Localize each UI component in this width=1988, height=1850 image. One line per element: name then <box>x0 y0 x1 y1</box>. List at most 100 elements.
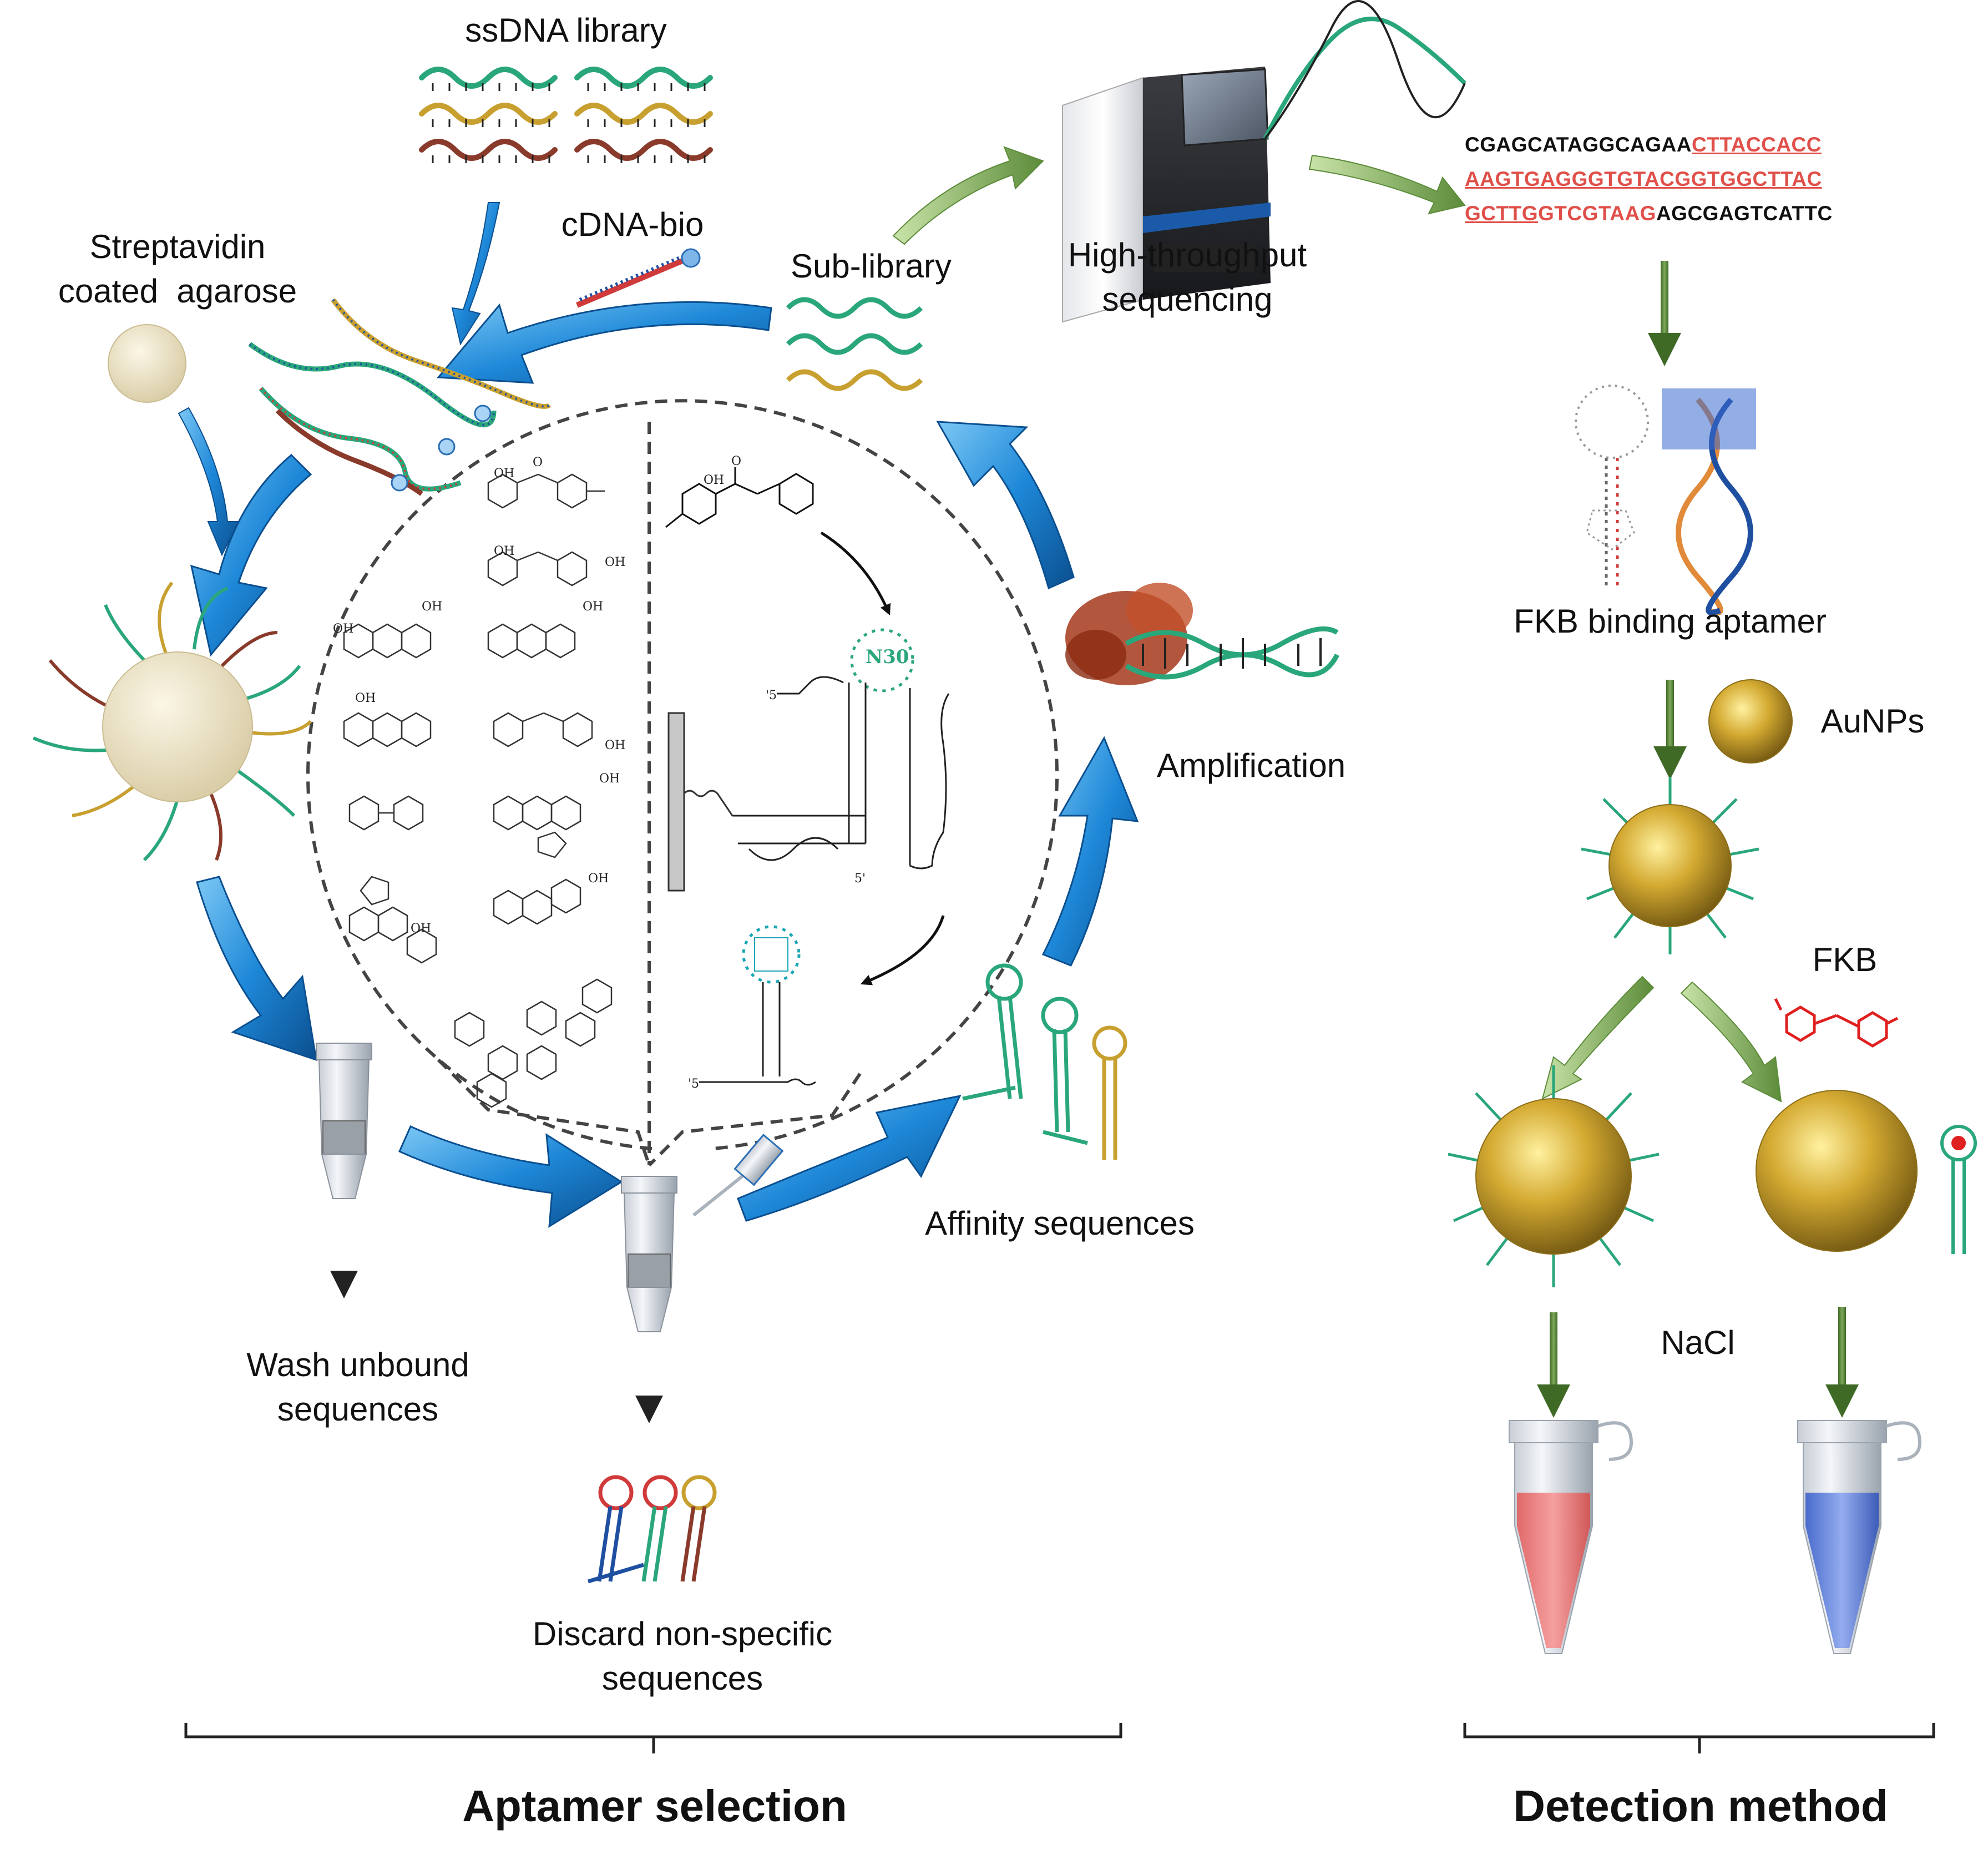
pipette <box>692 1134 784 1217</box>
reaction-arrow-2 <box>860 915 945 985</box>
seq-line3-black: AGCGAGTCATTC <box>1656 202 1833 225</box>
compound-6 <box>493 712 593 747</box>
seq-line3-red-ul: GCTTG <box>1465 202 1538 225</box>
linker <box>683 790 734 816</box>
free-aptamer <box>1940 1125 1977 1254</box>
seq-line1-black: CGAGCATAGGCAGAA <box>1465 133 1692 156</box>
blue-arrow-right-upper <box>936 421 1075 590</box>
aptamer-duplex-schematic <box>732 628 950 870</box>
agarose-bead-small <box>108 324 186 403</box>
split-arrow-left <box>1541 975 1655 1100</box>
green-arrow-to-sequence <box>1308 154 1466 215</box>
compound-3 <box>343 623 432 659</box>
blue-arrow-ssdna <box>451 202 500 346</box>
aunp-aptamer-top <box>1581 777 1759 954</box>
blue-arrow-top <box>436 301 772 384</box>
aunp-aptamer-bottom-left <box>1448 1065 1660 1287</box>
cdna-bio-strand <box>576 248 701 308</box>
prime-five-label: '5 <box>688 1077 699 1091</box>
molecule-atom-labels: OH O OH OH OH OH OH OH OH OH OH OH <box>333 456 625 936</box>
natural-compound-library <box>343 473 613 1108</box>
chalcone-molecule <box>665 467 814 528</box>
compound-11 <box>454 978 613 1108</box>
blue-arrow-bottom-right <box>737 1094 962 1222</box>
oh-label: OH <box>422 600 442 614</box>
o-label: O <box>731 454 741 468</box>
detection-arrows <box>1537 261 1859 1418</box>
sequence-line-3: GCTTGGTCGTAAGAGCGAGTCATTC <box>1465 196 1833 231</box>
aptamer-secondary-structure <box>1575 385 1649 588</box>
biotin-bead <box>474 405 492 422</box>
compound-2 <box>487 551 588 587</box>
fkb-binding-aptamer-label: FKB binding aptamer <box>1514 603 1827 640</box>
discard-label: Discard non-specific sequences <box>483 1612 882 1701</box>
cdna-bio-label: cDNA-bio <box>561 206 704 243</box>
compound-4 <box>487 623 576 659</box>
oh-label: OH <box>605 555 625 569</box>
oh-label: OH <box>599 772 620 786</box>
o-label: O <box>533 456 543 469</box>
five-prime-label: 5' <box>854 872 866 886</box>
oh-label: OH <box>704 473 724 487</box>
compound-1 <box>487 473 605 509</box>
hts-line-2: sequencing <box>1102 281 1273 318</box>
polymerase-protein <box>1065 583 1193 685</box>
hts-label: High-throughput sequencing <box>1021 233 1354 322</box>
split-arrow-right <box>1680 981 1782 1103</box>
oh-label: OH <box>333 622 353 636</box>
spin-column-center <box>621 1176 677 1423</box>
blue-arrow-bottom-left <box>398 1125 623 1228</box>
spin-column-left <box>316 1043 372 1298</box>
green-arrow-to-hts <box>892 146 1044 245</box>
blue-arrow-left-upper <box>190 453 312 657</box>
wash-line-2: sequences <box>277 1391 439 1428</box>
oh-label: OH <box>494 467 514 481</box>
sequence-line-2: AAGTGAGGGTGTACGGTGGCTTAC <box>1465 162 1822 196</box>
discard-hairpins <box>587 1475 717 1584</box>
aunp-small <box>1708 679 1793 764</box>
amplification-helix <box>1125 626 1340 680</box>
streptavidin-line-2: coated agarose <box>58 272 297 310</box>
selection-cycle-arrows <box>178 202 1139 1228</box>
ssdna-base-ticks <box>432 83 706 163</box>
biotin-bead <box>391 474 408 492</box>
fkb-label: FKB <box>1812 941 1878 978</box>
streptavidin-line-1: Streptavidin <box>89 228 266 265</box>
biotin-bead <box>438 438 456 456</box>
sequencer-machine <box>1062 67 1271 323</box>
reaction-arrow-1 <box>820 531 891 616</box>
seq-line2-red: AAGTGAGGGTGTACGGTGGCTTAC <box>1465 168 1822 190</box>
detection-method-title: Detection method <box>1513 1781 1888 1831</box>
compound-5 <box>343 712 432 747</box>
wash-line-1: Wash unbound <box>246 1346 469 1383</box>
tube-blue <box>1797 1420 1922 1654</box>
dashed-selection-circle <box>306 399 1059 1167</box>
oh-label: OH <box>605 739 625 752</box>
discard-line-1: Discard non-specific <box>532 1615 833 1652</box>
electrode-surface <box>667 712 685 892</box>
compound-8 <box>493 795 581 858</box>
affinity-hairpins <box>962 963 1127 1160</box>
hts-line-1: High-throughput <box>1068 236 1307 274</box>
aunp-bare <box>1756 1090 1918 1252</box>
bead-with-dna <box>32 582 312 862</box>
seq-line3-red: GTCGTAAG <box>1537 202 1656 225</box>
fkb-molecule <box>1774 998 1899 1048</box>
affinity-sequences-label: Affinity sequences <box>925 1205 1195 1242</box>
aunps-label: AuNPs <box>1820 702 1925 740</box>
wash-unbound-label: Wash unbound sequences <box>211 1343 505 1432</box>
sub-library-strands <box>786 297 923 391</box>
hybridized-duplexes <box>248 298 552 496</box>
seq-line1-red: CTTACCACC <box>1692 133 1822 156</box>
oh-label: OH <box>588 872 609 886</box>
oh-label: OH <box>494 544 514 558</box>
blue-arrow-right-lower <box>1041 736 1139 967</box>
nacl-label: NaCl <box>1661 1324 1735 1361</box>
discard-line-2: sequences <box>601 1660 763 1697</box>
streptavidin-label: Streptavidin coated agarose <box>22 225 333 314</box>
bracket-aptamer-selection <box>184 1723 1122 1753</box>
sequence-line-1: CGAGCATAGGCAGAACTTACCACC <box>1465 128 1822 162</box>
tube-red <box>1509 1420 1633 1654</box>
compound-7 <box>348 795 424 831</box>
sub-library-label: Sub-library <box>790 247 952 285</box>
